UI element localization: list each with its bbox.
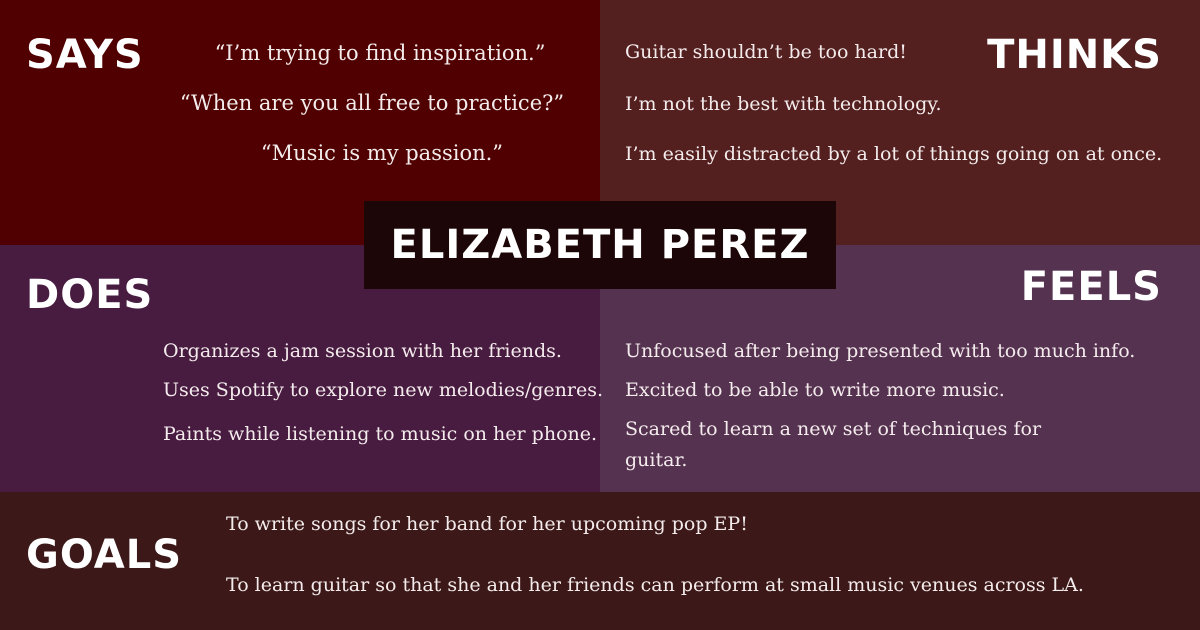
does-item: Organizes a jam session with her friends… [163, 340, 562, 362]
persona-name-box: ELIZABETH PEREZ [364, 201, 836, 289]
thinks-heading: THINKS [987, 32, 1162, 78]
says-quote: “I’m trying to find inspiration.” [214, 41, 546, 65]
thinks-item: I’m easily distracted by a lot of things… [625, 143, 1163, 165]
does-heading: DOES [26, 272, 154, 318]
says-quote: “Music is my passion.” [260, 141, 504, 165]
feels-item: Scared to learn a new set of techniques … [625, 418, 1042, 471]
goals-item: To learn guitar so that she and her frie… [226, 574, 1084, 596]
thinks-item: Guitar shouldn’t be too hard! [625, 41, 907, 63]
feels-item: Excited to be able to write more music. [625, 379, 1005, 401]
does-item: Paints while listening to music on her p… [163, 423, 598, 445]
says-heading: SAYS [26, 32, 144, 78]
says-quote: “When are you all free to practice?” [179, 91, 565, 115]
feels-heading: FEELS [1020, 264, 1162, 310]
goals-heading: GOALS [26, 532, 183, 578]
goals-item: To write songs for her band for her upco… [226, 513, 748, 535]
feels-item: Unfocused after being presented with too… [625, 340, 1136, 362]
persona-name: ELIZABETH PEREZ [390, 222, 810, 268]
thinks-item: I’m not the best with technology. [625, 93, 942, 115]
does-item: Uses Spotify to explore new melodies/gen… [163, 379, 604, 401]
goals-band [0, 492, 1200, 630]
